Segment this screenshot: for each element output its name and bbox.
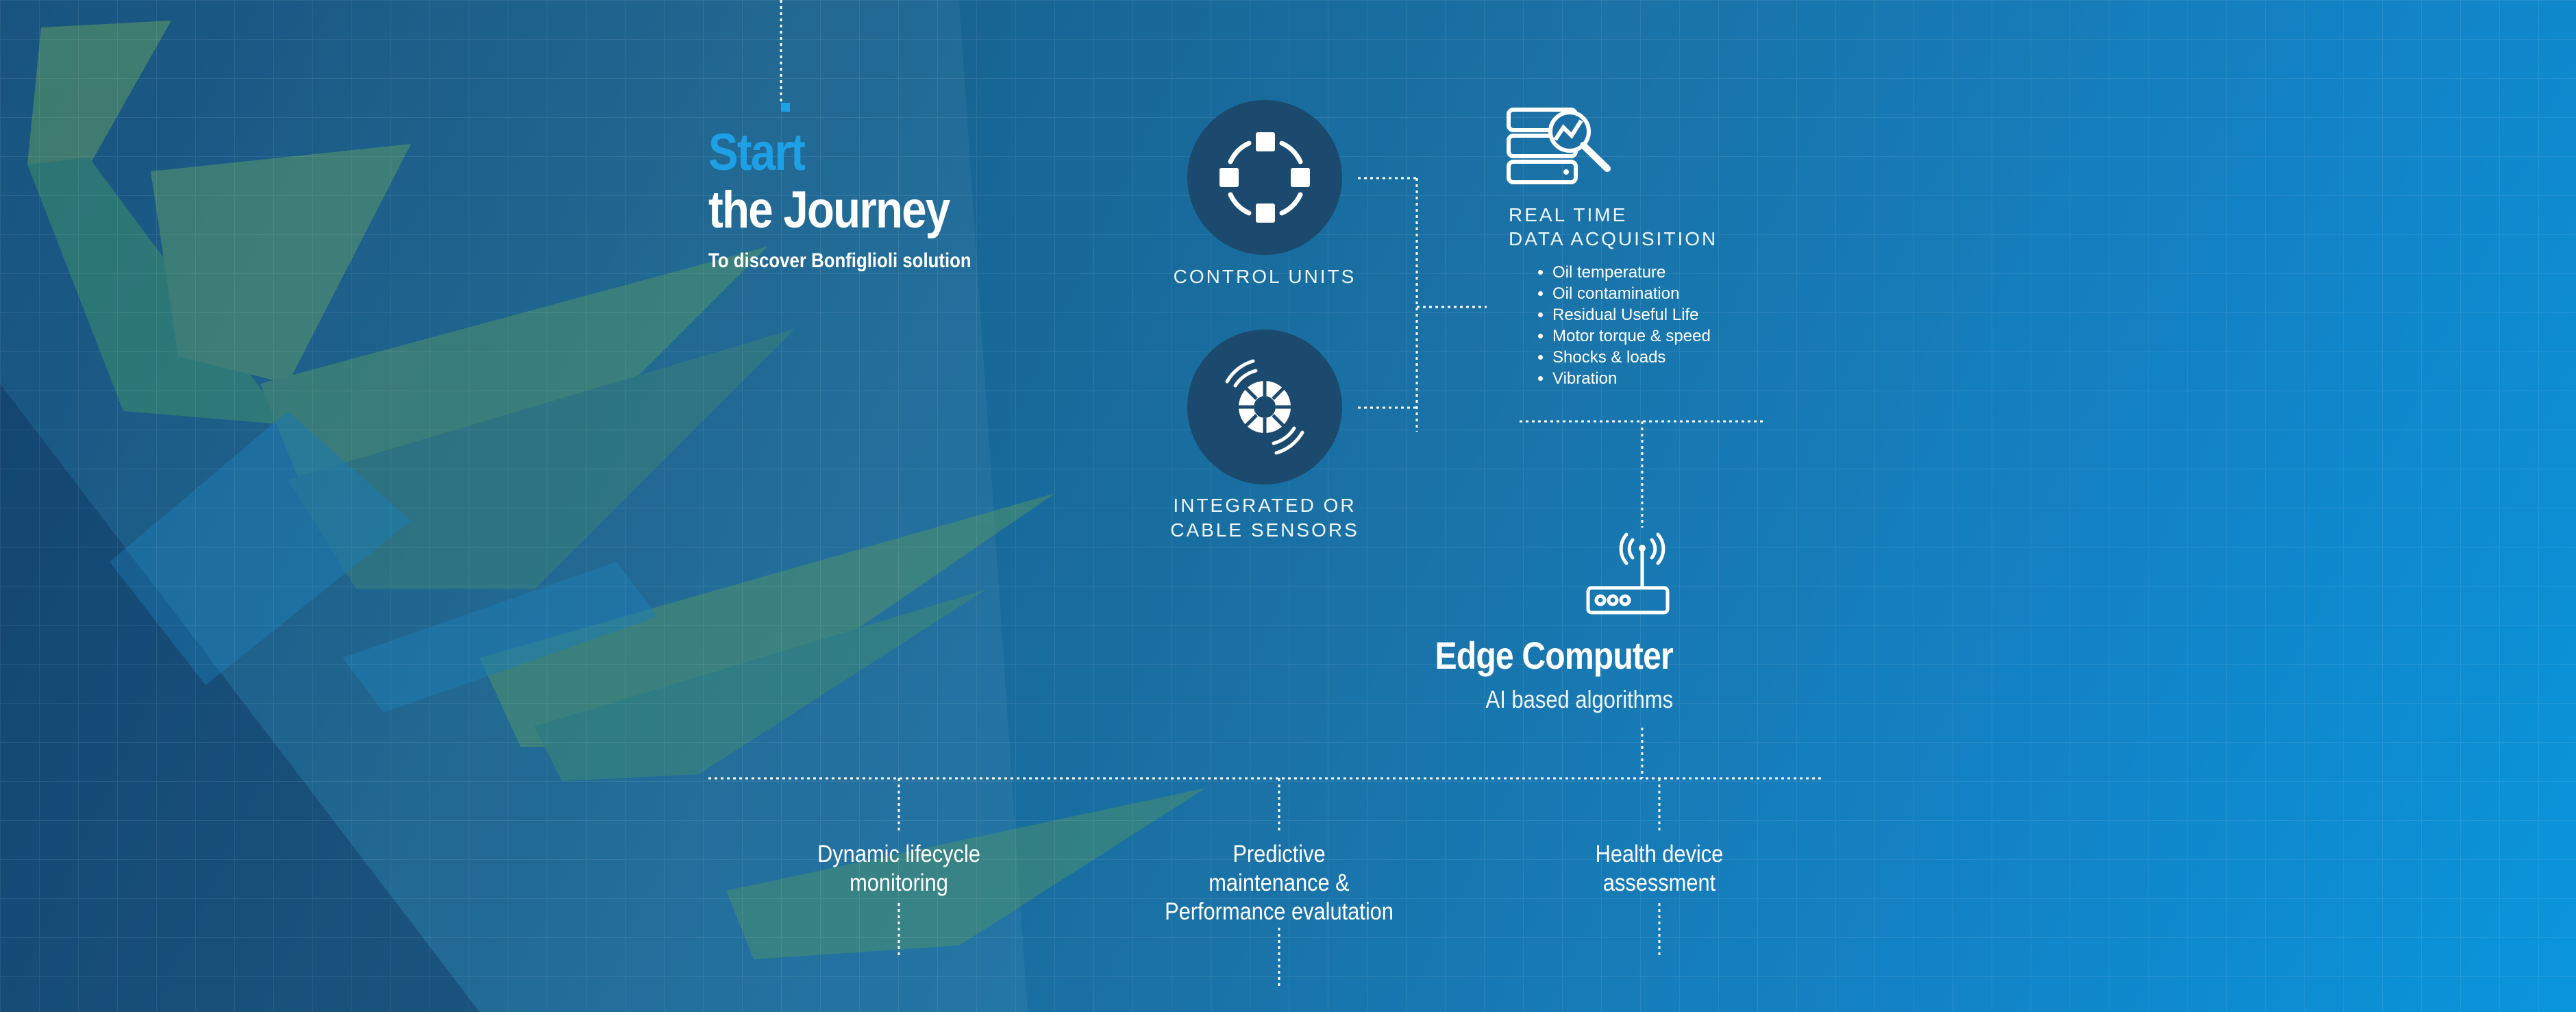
output-predictive-line2: maintenance & [1209, 869, 1350, 896]
sensors-label: INTEGRATED OR CABLE SENSORS [1170, 493, 1359, 543]
control-units-icon [1187, 100, 1342, 255]
sensors-label-line1: INTEGRATED OR [1173, 495, 1357, 516]
list-item: Vibration [1552, 368, 1711, 389]
acquisition-title-line2: DATA ACQUISITION [1509, 228, 1718, 249]
sensors-label-line2: CABLE SENSORS [1170, 519, 1359, 541]
list-item: Motor torque & speed [1552, 325, 1711, 347]
output-predictive-line1: Predictive [1233, 841, 1326, 867]
sensor-icon [1187, 330, 1342, 484]
output-health-line1: Health device [1595, 841, 1724, 867]
output-lifecycle-line2: monitoring [850, 869, 948, 896]
list-item: Oil contamination [1552, 283, 1711, 304]
acquisition-title-line1: REAL TIME [1509, 204, 1628, 225]
accent-marker [781, 103, 790, 112]
database-search-icon [1507, 108, 1611, 184]
list-item: Shocks & loads [1552, 347, 1711, 368]
list-item: Oil temperature [1552, 262, 1711, 283]
edge-computer-subtitle: AI based algorithms [1485, 685, 1673, 713]
output-predictive: Predictive maintenance & Performance eva… [1165, 840, 1394, 926]
title-subtitle: To discover Bonfiglioli solution [708, 249, 971, 272]
acquisition-title: REAL TIME DATA ACQUISITION [1509, 203, 1718, 251]
acquisition-list: Oil temperature Oil contamination Residu… [1525, 262, 1711, 389]
edge-computer-title: Edge Computer [1435, 634, 1674, 677]
control-units-label: CONTROL UNITS [1173, 266, 1357, 287]
title-start: Start [708, 123, 806, 182]
output-lifecycle-line1: Dynamic lifecycle [817, 841, 980, 867]
output-health: Health device assessment [1596, 840, 1724, 898]
output-lifecycle: Dynamic lifecycle monitoring [817, 840, 980, 898]
title-journey: the Journey [708, 181, 950, 239]
list-item: Residual Useful Life [1552, 304, 1711, 325]
output-health-line2: assessment [1602, 869, 1716, 896]
router-icon [1586, 532, 1670, 615]
output-predictive-line3: Performance evalutation [1165, 898, 1394, 925]
